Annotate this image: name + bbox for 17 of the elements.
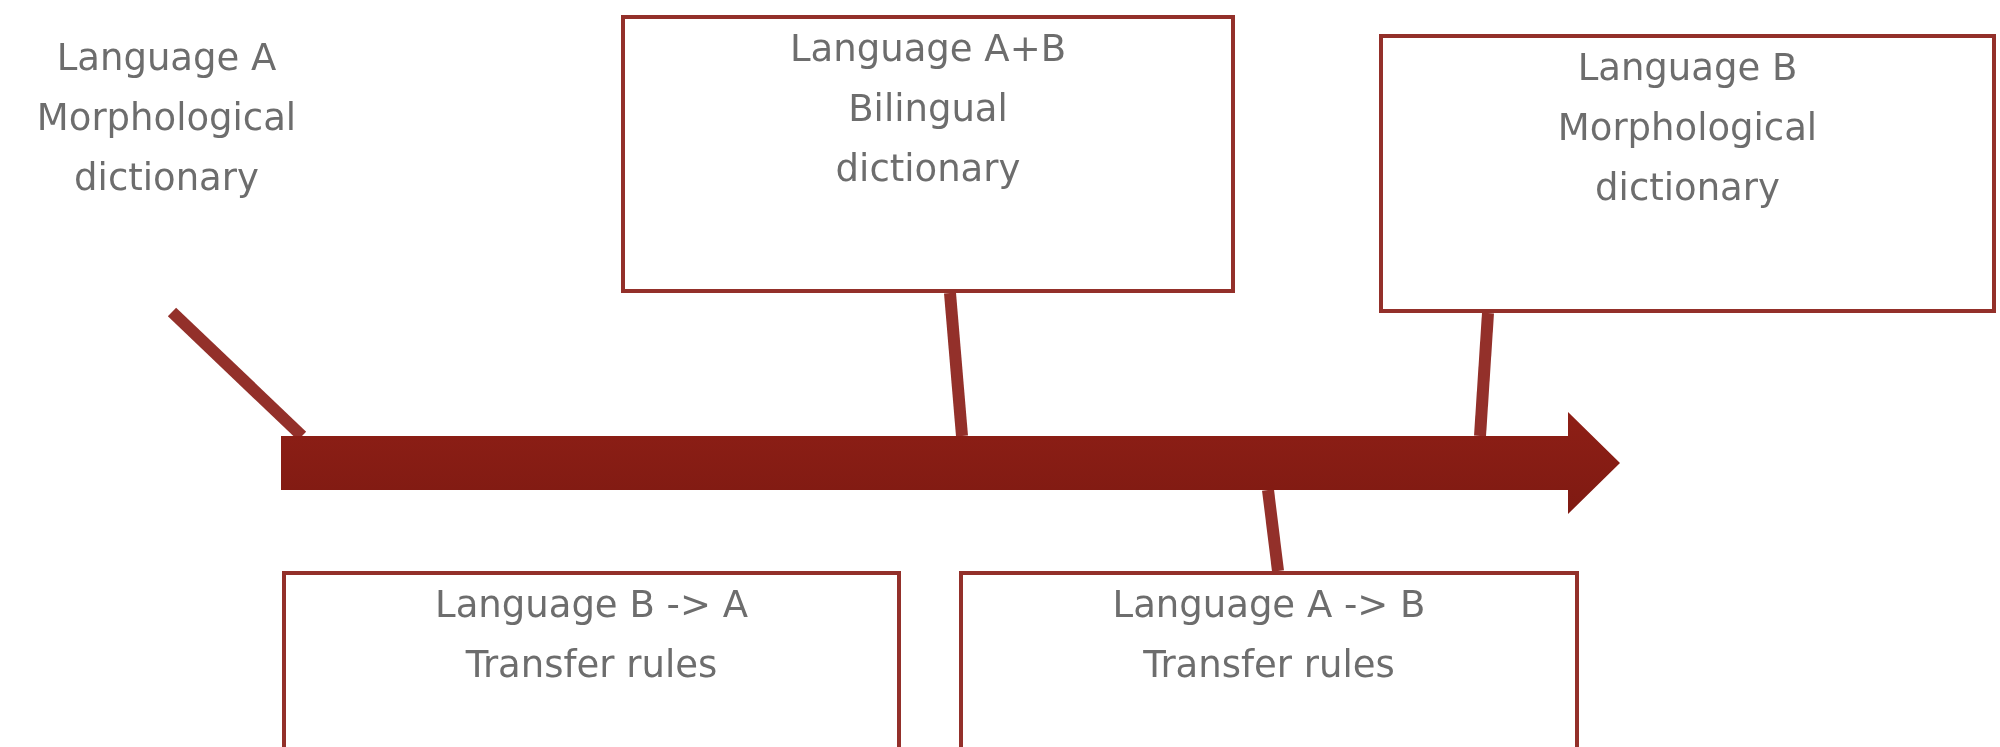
fishbone-line [1474,312,1494,437]
dictionary-box [621,15,1235,293]
description-text: Transfer rules [464,642,719,688]
dictionary-box [1379,34,1996,313]
fishbone-line [1262,489,1284,572]
heading-text: Language B [1576,45,1799,91]
heading-text: Language B -> A [434,582,749,628]
heading-text: Language A -> B [1111,582,1427,628]
dictionary-box [282,571,901,747]
description-text: Bilingual dictionary [834,86,1022,192]
description-text: Morphological dictionary [1556,105,1819,211]
description-text: Transfer rules [1142,642,1396,688]
dictionary-box [959,571,1579,747]
fishbone-line [944,292,968,437]
description-text: Morphological dictionary [35,95,298,201]
heading-text: Language A [55,35,278,81]
heading-text: Language A+B [788,26,1068,72]
